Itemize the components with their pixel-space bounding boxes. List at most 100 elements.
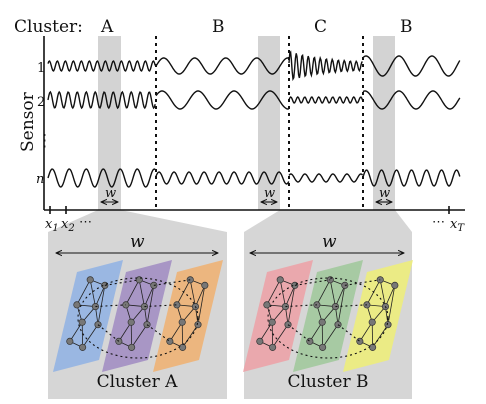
panel-a-layer-3-node: [179, 343, 187, 351]
panel-a-layer-2-edge: [144, 285, 155, 307]
panel-a-cross-layer-link: [144, 304, 177, 308]
panel-a-layer-3-node: [191, 303, 199, 311]
panel-a-layer-1-node: [73, 301, 81, 309]
panel-a-layer-2-node: [122, 301, 130, 309]
panel-a-layer-2-edge: [125, 279, 140, 306]
panel-a-layer-1-edge: [69, 321, 83, 342]
panel-b-layer-3-edge: [379, 279, 386, 307]
panel-b-layer-2-edge: [322, 324, 339, 348]
panel-b-title: Cluster B: [287, 372, 368, 392]
panel-a-layer-3-edge: [189, 279, 196, 307]
panel-b-cross-layer-link: [294, 279, 331, 286]
sensor-wave-r1-s1: [47, 60, 156, 72]
panel-a-layer-1-node: [66, 337, 74, 345]
panel-b-layer-2-node: [318, 318, 326, 326]
sensor-wave-r2-s4: [362, 90, 461, 110]
panel-b-layer-1-node: [256, 337, 264, 345]
panel-b-layer-3-node: [363, 301, 371, 309]
panel-a-layer-1-node: [78, 318, 86, 326]
x-dots-right: ⋯: [432, 215, 445, 230]
panel-b-layer-2-edge: [329, 279, 336, 307]
panel-a-layer-1-edge: [95, 285, 106, 307]
panel-b-layer-2-edge: [337, 285, 346, 325]
panel-b-layer-3-node: [356, 337, 364, 345]
panel-b-envelope: [267, 277, 389, 359]
panel-b-layer-1-edge: [279, 279, 286, 307]
panel-a-layer-2-edge: [118, 321, 132, 342]
panel-a-layer-1-edge: [82, 324, 99, 348]
panel-a-layer-2-node: [128, 343, 136, 351]
panel-a-cross-layer-link: [95, 304, 126, 308]
panel-a-layer-1-node: [79, 343, 87, 351]
panel-b-layer-3-node: [384, 321, 392, 329]
panel-a-layer-2-edge: [138, 279, 145, 307]
panel-b-layer-3-edge: [385, 285, 396, 307]
panel-b-layer-2-node: [319, 343, 327, 351]
sensor-wave-r1-s3: [288, 50, 363, 82]
panel-b-layer-2-edge: [335, 285, 346, 307]
sensor-wave-r1-s2: [155, 57, 289, 75]
panel-a-layer-3-node: [178, 318, 186, 326]
xT-label: xT: [450, 217, 465, 234]
sensor-wave-r3-s2: [155, 171, 290, 185]
x2-label: x2: [61, 217, 75, 234]
sensor-wave-r2-s3: [288, 96, 364, 104]
window-marker-a: w: [101, 186, 118, 202]
panel-a-envelope: [77, 277, 199, 359]
panel-a-layer-3-node: [173, 301, 181, 309]
x-dots-left: ⋯: [79, 215, 92, 230]
panel-b-layer-1-node: [276, 276, 284, 284]
panel-a-layer-1-edge: [89, 279, 96, 307]
panel-b-layer-1-node: [269, 343, 277, 351]
sensor-wave-r2-s2: [155, 90, 289, 110]
sensor-wave-r3-s1: [47, 168, 156, 188]
segment-label-a: A: [100, 17, 114, 37]
window-marker-b2: w: [376, 186, 392, 202]
panel-a-layer-2-edge: [146, 285, 155, 325]
panel-b-layer-2-node: [313, 301, 321, 309]
panel-b-layer-3-edge: [387, 285, 396, 325]
panel-a-cross-layer-link: [104, 279, 140, 286]
segment-label-b1: B: [212, 17, 225, 37]
panel-b-window-label: w: [322, 232, 337, 252]
y-axis-label: Sensor: [18, 91, 38, 152]
panel-b-layer-1-edge: [285, 285, 296, 307]
panel-b-layer-2-node: [306, 337, 314, 345]
panel-b-layer-1-edge: [287, 285, 296, 325]
zoom-funnel-a: [48, 210, 227, 232]
panel-b-cross-layer-link: [285, 304, 317, 308]
window-marker-b1-label: w: [264, 186, 275, 201]
window-marker-b2-label: w: [379, 186, 390, 201]
panel-a-layer-3-edge: [195, 285, 206, 307]
cluster-header-label: Cluster:: [14, 17, 83, 37]
sensor-wave-r1-s4: [362, 55, 461, 77]
sensor-waveforms: [47, 50, 461, 188]
panel-a-layer-3-edge: [169, 321, 183, 342]
segment-label-b2: B: [400, 17, 413, 37]
panel-b-layer-3-node: [368, 318, 376, 326]
panel-a-window-label: w: [130, 232, 145, 252]
panel-b-layer-1-node: [268, 318, 276, 326]
segment-label-c: C: [314, 17, 327, 37]
panel-b-layer-3-edge: [359, 321, 373, 342]
panel-a-layer-3-edge: [197, 285, 206, 325]
panel-b-layer-1-node: [263, 301, 271, 309]
window-marker-a-label: w: [105, 186, 116, 201]
window-strip-b2: [373, 36, 395, 210]
zoom-funnel-b: [244, 210, 412, 232]
sensor-wave-r2-s1: [47, 90, 156, 110]
panel-b-graph-layers: [243, 260, 413, 372]
window-strip-a: [98, 36, 121, 210]
panel-a-layer-2-node: [127, 318, 135, 326]
panel-a-cross-layer-link: [153, 279, 191, 286]
panel-b-layer-1-edge: [259, 321, 273, 342]
panel-a-layer-2-edge: [131, 324, 148, 348]
panel-b-layer-3-node: [381, 303, 389, 311]
window-strip-b1: [258, 36, 280, 210]
panel-b-layer-1-edge: [266, 279, 281, 306]
panel-b-layer-3-node: [391, 281, 399, 289]
sensor-wave-r3-s3: [288, 173, 364, 183]
panel-a-layer-3-node: [201, 281, 209, 289]
panel-b-cross-layer-link: [335, 304, 367, 308]
